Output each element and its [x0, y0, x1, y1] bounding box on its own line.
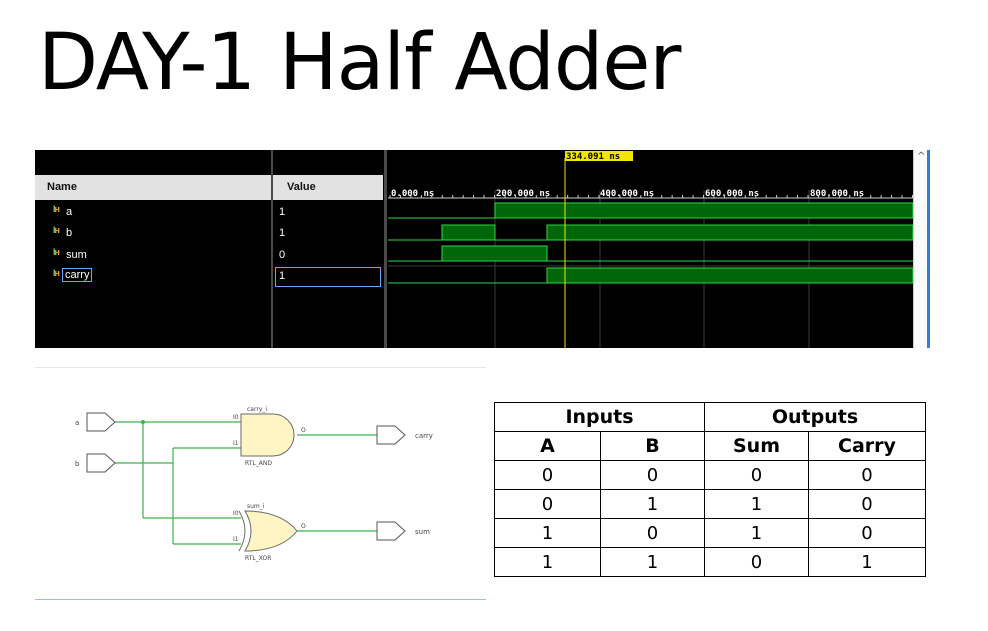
table-cell: 0 [600, 460, 705, 490]
value-row-b[interactable]: 1 [273, 223, 383, 244]
column-header: A [494, 431, 601, 461]
name-column-header[interactable]: Name [35, 175, 271, 200]
table-cell: 0 [808, 460, 926, 490]
group-header-row: Inputs Outputs [494, 402, 926, 432]
truth-table: Inputs Outputs A B Sum Carry 0 0 0 0 0 1… [494, 402, 926, 577]
time-ruler[interactable]: 0.000 ns 200.000 ns 400.000 ns 600.000 n… [388, 189, 913, 199]
wire-junction [141, 420, 145, 424]
table-row: 1 0 1 0 [494, 518, 926, 548]
xor-instance-label: sum_i [247, 503, 265, 510]
port-label-sum: sum [415, 528, 430, 536]
table-cell: 0 [600, 518, 705, 548]
tick-label: 200.000 ns [496, 189, 550, 199]
port-label-b: b [75, 460, 80, 468]
value-row-sum[interactable]: 0 [273, 245, 383, 266]
table-cell: 1 [704, 489, 809, 519]
table-cell: 1 [494, 547, 601, 577]
outputs-header: Outputs [704, 402, 926, 432]
table-row: 0 1 1 0 [494, 489, 926, 519]
port-label-carry: carry [415, 432, 433, 440]
table-cell: 0 [494, 489, 601, 519]
signal-icon: lʜ [53, 268, 60, 278]
signal-name: b [66, 227, 73, 239]
column-header-row: A B Sum Carry [494, 431, 926, 461]
table-cell: 0 [808, 518, 926, 548]
trace-carry[interactable] [388, 267, 914, 284]
signal-row-b[interactable]: lʜ b [35, 223, 271, 244]
signal-row-a[interactable]: lʜ a [35, 202, 271, 223]
signal-row-carry[interactable]: lʜ carry [35, 266, 271, 287]
output-port-carry[interactable] [376, 425, 406, 445]
table-cell: 0 [704, 547, 809, 577]
scrollbar-edge [927, 150, 930, 348]
signal-name-selected: carry [62, 268, 93, 282]
column-header: Carry [808, 431, 926, 461]
input-port-a[interactable] [86, 412, 116, 432]
waveform-pane[interactable]: 0.000 ns 200.000 ns 400.000 ns 600.000 n… [388, 150, 914, 348]
column-header: B [600, 431, 705, 461]
trace-b[interactable] [388, 224, 914, 241]
signal-name: a [66, 206, 73, 218]
cursor-time-label: 334.091 ns [566, 152, 620, 162]
input-port-b[interactable] [86, 453, 116, 473]
tick-label: 0.000 ns [391, 189, 434, 199]
tick-label: 400.000 ns [600, 189, 654, 199]
signal-icon: lʜ [53, 247, 60, 257]
value-row-carry[interactable]: 1 [273, 266, 383, 287]
table-cell: 1 [808, 547, 926, 577]
table-cell: 1 [600, 547, 705, 577]
tick-label: 600.000 ns [705, 189, 759, 199]
column-header: Sum [704, 431, 809, 461]
and-gate[interactable] [240, 413, 295, 457]
signal-value: 0 [279, 249, 286, 261]
and-type-label: RTL_AND [245, 460, 272, 467]
xor-pin-i0: I0 [233, 510, 239, 517]
table-cell: 1 [704, 518, 809, 548]
and-instance-label: carry_i [247, 406, 267, 413]
trace-sum[interactable] [388, 245, 913, 262]
pane-splitter[interactable] [271, 150, 274, 348]
tick-label: 800.000 ns [810, 189, 864, 199]
xor-pin-i1: I1 [233, 536, 239, 543]
slide-title: DAY-1 Half Adder [38, 18, 681, 108]
table-cell: 0 [704, 460, 809, 490]
signal-value: 1 [279, 227, 286, 239]
inputs-header: Inputs [494, 402, 705, 432]
signal-icon: lʜ [53, 225, 60, 235]
signal-value: 1 [279, 206, 286, 218]
signal-icon: lʜ [53, 204, 60, 214]
table-row: 0 0 0 0 [494, 460, 926, 490]
and-pin-o: O [301, 427, 306, 434]
trace-a[interactable] [388, 202, 914, 219]
and-pin-i0: I0 [233, 414, 239, 421]
signal-value: 1 [279, 270, 286, 282]
xor-type-label: RTL_XOR [245, 555, 271, 562]
vertical-scrollbar[interactable]: ^ [913, 150, 930, 348]
value-selection-box [275, 267, 381, 287]
waveform-canvas[interactable]: 0.000 ns 200.000 ns 400.000 ns 600.000 n… [388, 150, 914, 348]
port-label-a: a [75, 419, 79, 427]
time-cursor[interactable]: 334.091 ns [564, 151, 633, 348]
value-row-a[interactable]: 1 [273, 202, 383, 223]
pane-splitter[interactable] [384, 150, 387, 348]
schematic-canvas[interactable]: a b carry_i I0 I1 O RTL_AND sum_i I0 I1 … [35, 368, 486, 601]
value-column-header[interactable]: Value [273, 175, 383, 200]
and-pin-i1: I1 [233, 440, 239, 447]
xor-pin-o: O [301, 523, 306, 530]
signal-value-pane: Value 1 1 0 1 [273, 150, 383, 348]
xor-gate[interactable] [238, 510, 298, 552]
scroll-up-icon[interactable]: ^ [917, 151, 926, 162]
signal-row-sum[interactable]: lʜ sum [35, 245, 271, 266]
signal-name-pane: Name lʜ a lʜ b lʜ sum lʜ carry [35, 150, 271, 348]
waveform-viewer: Name lʜ a lʜ b lʜ sum lʜ carry Value 1 1… [35, 150, 930, 348]
signal-name: sum [66, 249, 87, 261]
rtl-schematic: a b carry_i I0 I1 O RTL_AND sum_i I0 I1 … [35, 367, 486, 600]
wires [113, 421, 377, 545]
table-row: 1 1 0 1 [494, 547, 926, 577]
table-cell: 0 [494, 460, 601, 490]
table-cell: 1 [600, 489, 705, 519]
output-port-sum[interactable] [376, 521, 406, 541]
table-cell: 1 [494, 518, 601, 548]
table-cell: 0 [808, 489, 926, 519]
